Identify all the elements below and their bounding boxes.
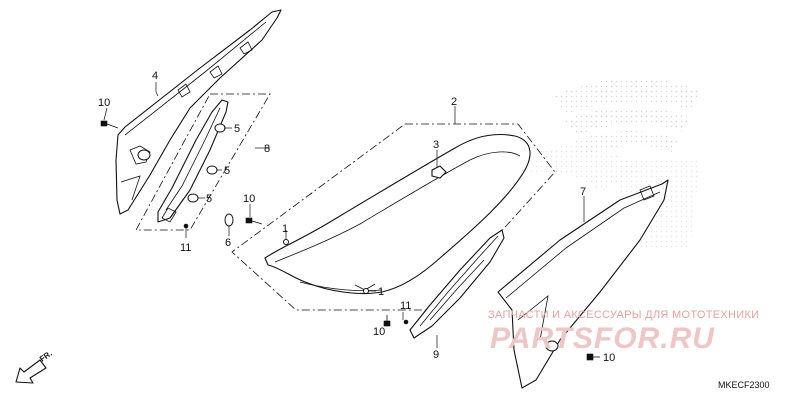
watermark-tagline: ЗАПЧАСТИ И АКСЕССУАРЫ ДЛЯ МОТОТЕХНИКИ [488, 309, 759, 321]
callout-10-a: 10 [98, 97, 110, 109]
screw-11-a [183, 223, 189, 229]
callout-5-c: 5 [206, 193, 212, 205]
callout-8: 8 [264, 143, 270, 155]
clip-1-b [363, 288, 369, 294]
bolt-10-d [586, 353, 600, 361]
callout-4: 4 [152, 70, 158, 82]
callout-7: 7 [580, 186, 586, 198]
callout-labels: 4 10 8 5 5 5 11 6 10 1 1 2 3 7 11 10 9 1… [98, 70, 615, 364]
part-9-side-strip [409, 229, 505, 339]
callout-3: 3 [433, 139, 439, 151]
leader-lines [103, 82, 585, 348]
part-8-inner-panel [157, 99, 229, 223]
front-direction-arrow: FR. [15, 349, 54, 384]
callout-11-a: 11 [180, 242, 191, 254]
callout-1-b: 1 [378, 286, 384, 298]
bolt-10-c [383, 315, 391, 327]
screw-11-b [403, 319, 409, 325]
part-2-seat [264, 133, 531, 295]
callout-11-b: 11 [400, 300, 411, 312]
part-7-right-side-cover [497, 179, 669, 389]
part-3-seat-clip [431, 165, 447, 179]
callout-1-a: 1 [282, 223, 288, 235]
callout-10-d: 10 [603, 352, 615, 364]
callout-9: 9 [433, 349, 439, 361]
clip-1-a [283, 239, 289, 245]
part-4-left-side-cover [115, 9, 282, 215]
callout-5-a: 5 [234, 123, 240, 135]
callout-10-b: 10 [243, 193, 255, 205]
side-cover-assembly-box [135, 93, 271, 231]
bolt-10-a [100, 120, 119, 129]
diagram-code: MKECF2300 [718, 380, 770, 390]
arrow-icon [15, 359, 47, 384]
callout-10-c: 10 [373, 326, 385, 338]
bolt-10-b [245, 217, 263, 225]
watermark-logo: PARTSFOR.RU [490, 322, 715, 355]
callout-5-b: 5 [224, 165, 230, 177]
shop-watermark: ЗАПЧАСТИ И АКСЕССУАРЫ ДЛЯ МОТОТЕХНИКИ PA… [488, 309, 759, 355]
callout-2: 2 [451, 96, 457, 108]
callout-6: 6 [225, 237, 231, 249]
grommet-6 [224, 213, 234, 227]
